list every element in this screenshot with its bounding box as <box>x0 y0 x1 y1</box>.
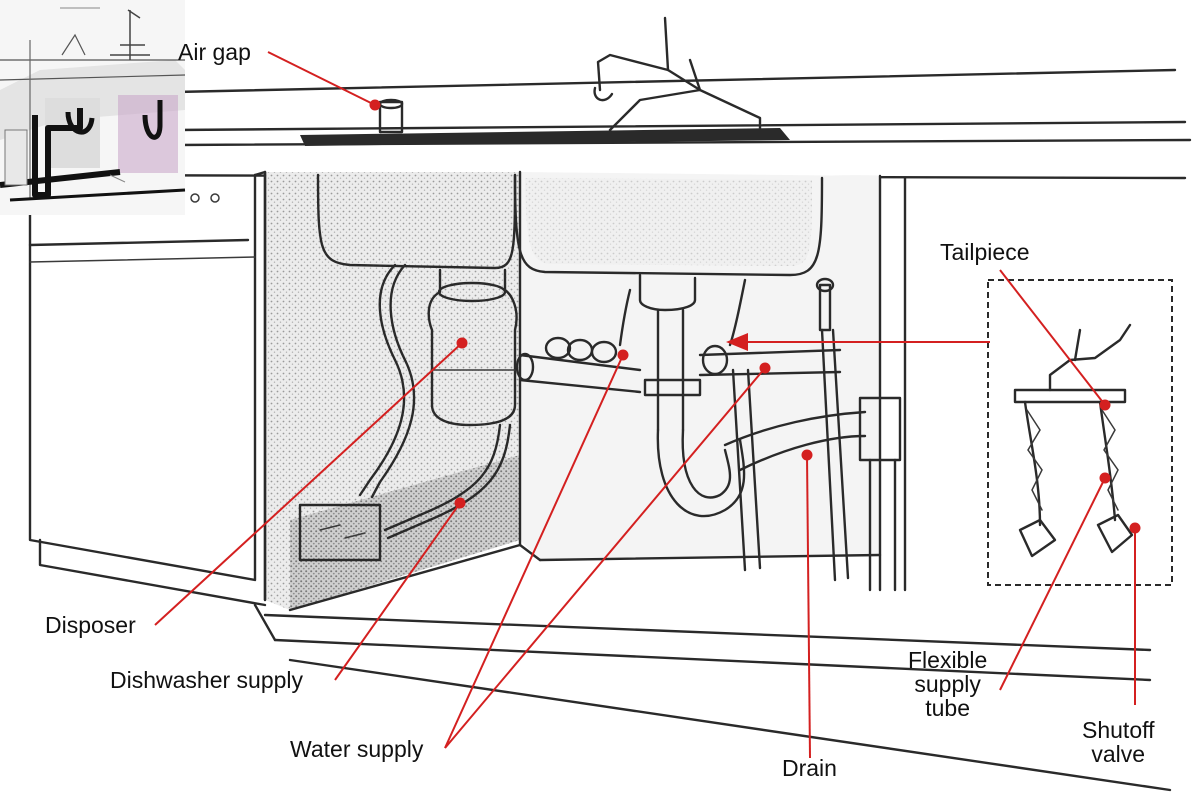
callout-dots <box>369 99 1141 534</box>
tailpiece-arrow-icon <box>726 333 748 351</box>
label-dishwasher-supply: Dishwasher supply <box>110 667 304 693</box>
dishwasher-hoses <box>298 263 512 562</box>
label-shutoff-valve: Shutoff valve <box>1082 717 1155 768</box>
dishwasher <box>28 170 267 607</box>
label-air-gap: Air gap <box>178 39 251 65</box>
label-disposer: Disposer <box>45 612 136 638</box>
countertop <box>28 68 1192 180</box>
double-sink-basins <box>316 173 824 277</box>
label-water-supply: Water supply <box>290 736 424 762</box>
cabinet-frame <box>253 174 1172 792</box>
label-tailpiece: Tailpiece <box>940 239 1030 265</box>
kitchen-faucet <box>593 16 762 132</box>
leader-lines <box>154 51 1136 759</box>
label-flexible-supply-tube: Flexible supply tube <box>908 647 988 722</box>
plumbing-overview-thumbnail <box>0 0 186 215</box>
tailpiece-detail-inset <box>987 279 1173 586</box>
supply-valves <box>544 277 850 582</box>
drain-assembly <box>515 273 902 592</box>
garbage-disposer <box>427 268 518 427</box>
label-drain: Drain <box>782 755 837 781</box>
